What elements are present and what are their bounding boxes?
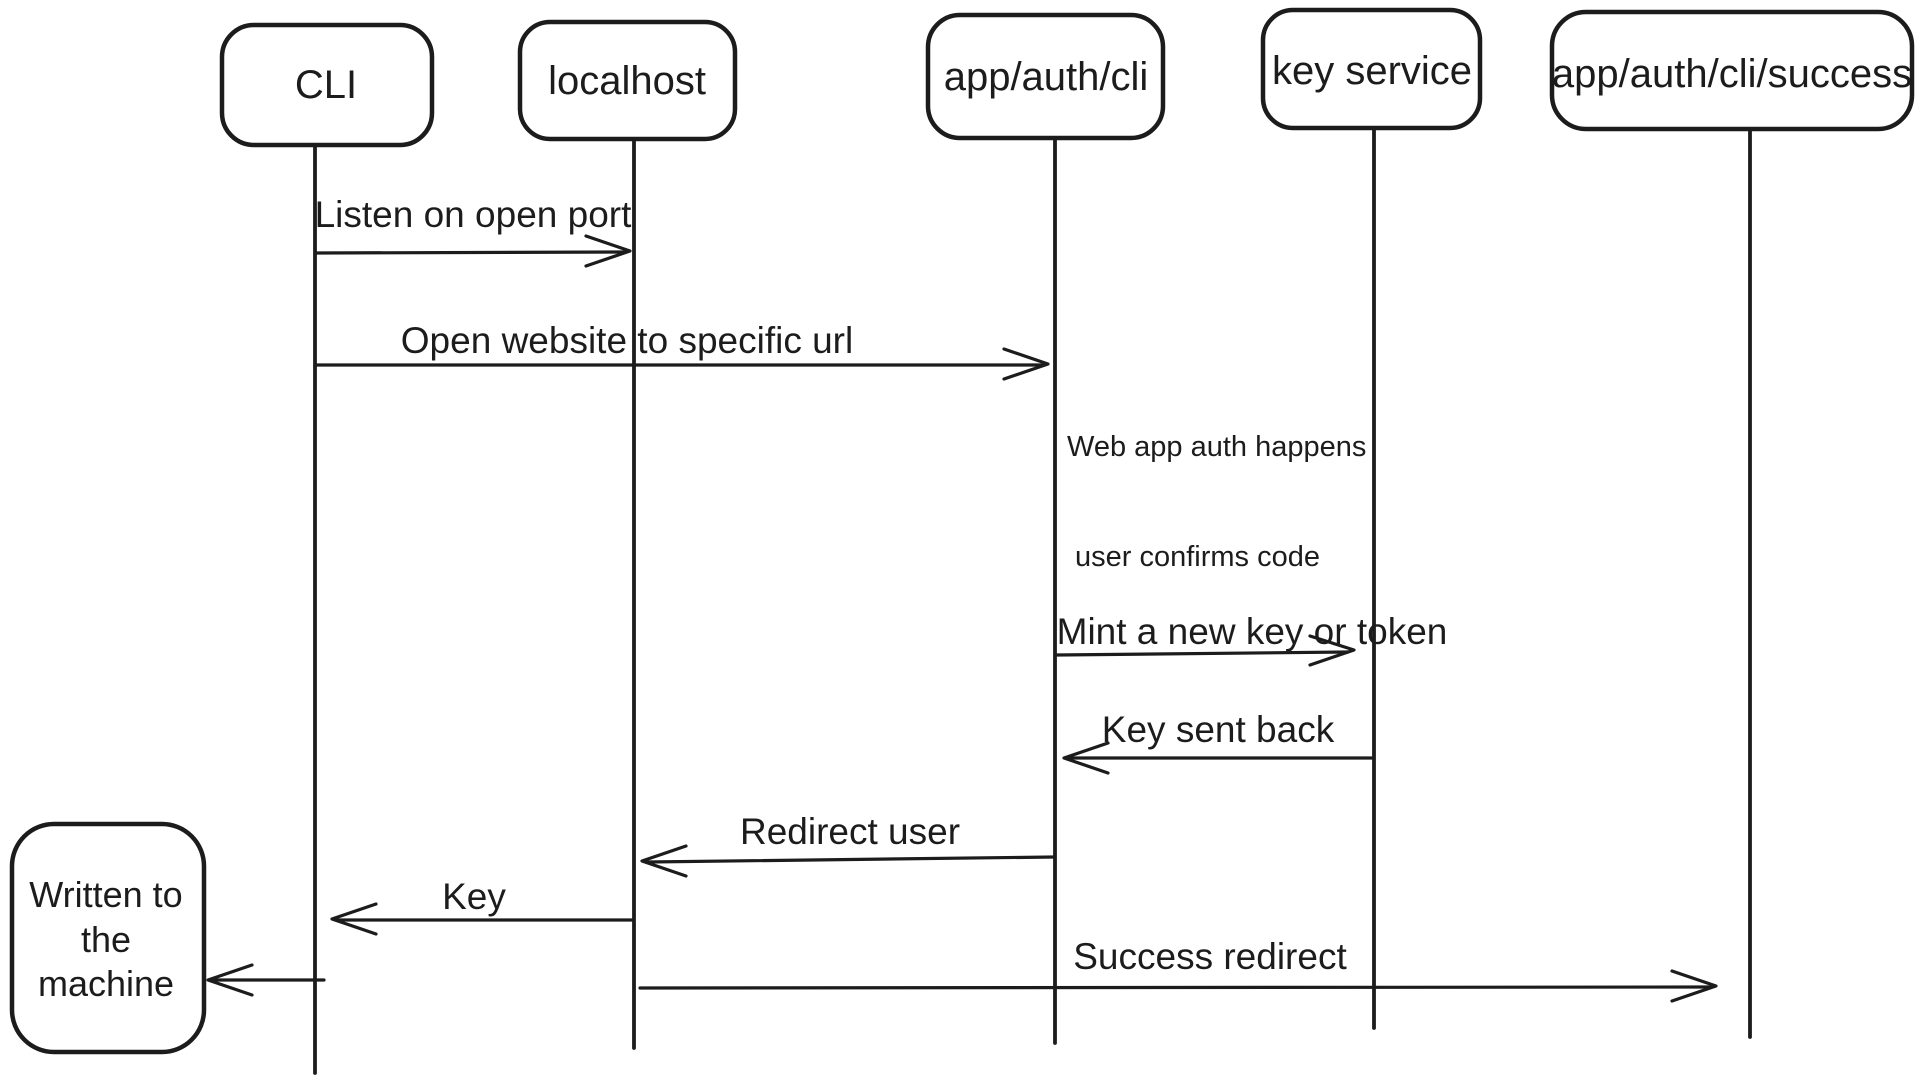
written-to-machine-line1: Written to xyxy=(29,874,182,915)
actor-app-auth-cli-success-label: app/auth/cli/success xyxy=(1552,52,1912,96)
message-arrow xyxy=(646,855,1056,864)
message-mint-key: Mint a new key or token xyxy=(1055,611,1448,667)
actor-cli-label: CLI xyxy=(295,63,357,107)
message-label: Key xyxy=(442,876,506,917)
written-to-machine-line3: machine xyxy=(38,963,174,1004)
arrowhead-right-icon xyxy=(1002,347,1050,381)
message-write-to-machine xyxy=(206,963,326,997)
actor-app-auth-cli-success: app/auth/cli/success xyxy=(1549,9,1915,132)
message-label: Listen on open port xyxy=(315,194,633,235)
message-arrow xyxy=(638,985,1712,990)
message-arrow xyxy=(314,250,626,255)
actor-app-auth-cli-label: app/auth/cli xyxy=(944,55,1149,99)
actor-localhost-box xyxy=(517,19,738,142)
arrowhead-left-icon xyxy=(640,844,688,878)
message-label: Success redirect xyxy=(1073,936,1347,977)
message-listen-on-open-port: Listen on open port xyxy=(314,194,633,268)
arrowhead-left-icon xyxy=(1062,741,1110,775)
actor-key-service-label: key service xyxy=(1272,49,1472,93)
message-label: Open website to specific url xyxy=(401,320,853,361)
actor-app-auth-cli: app/auth/cli xyxy=(925,12,1166,141)
actor-key-service-box xyxy=(1260,7,1483,131)
note-user-confirms-code: user confirms code xyxy=(1075,541,1320,573)
note-web-app-auth: Web app auth happens xyxy=(1067,431,1366,463)
actor-key-service: key service xyxy=(1260,7,1483,131)
message-label: Mint a new key or token xyxy=(1057,611,1448,652)
message-open-website: Open website to specific url xyxy=(314,320,1050,381)
arrowhead-left-icon xyxy=(206,963,254,997)
arrowhead-right-icon xyxy=(1670,969,1718,1003)
message-key: Key xyxy=(330,876,635,936)
message-arrow xyxy=(1055,650,1350,657)
arrowhead-right-icon xyxy=(584,234,632,268)
actor-cli-box xyxy=(219,22,435,148)
actor-cli: CLI xyxy=(219,22,435,148)
message-success-redirect: Success redirect xyxy=(638,936,1718,1003)
actor-app-auth-cli-box xyxy=(925,12,1166,141)
written-to-machine-box xyxy=(9,821,207,1055)
written-to-machine: Written to the machine xyxy=(9,821,207,1055)
message-label: Redirect user xyxy=(740,811,960,852)
message-label: Key sent back xyxy=(1102,709,1335,750)
arrowhead-right-icon xyxy=(1308,634,1356,667)
actor-app-auth-cli-success-box xyxy=(1549,9,1915,132)
actor-localhost: localhost xyxy=(517,19,738,142)
actor-localhost-label: localhost xyxy=(548,59,706,103)
message-redirect-user: Redirect user xyxy=(640,811,1056,878)
arrowhead-left-icon xyxy=(330,902,378,936)
message-key-sent-back: Key sent back xyxy=(1062,709,1374,775)
written-to-machine-line2: the xyxy=(81,919,131,960)
